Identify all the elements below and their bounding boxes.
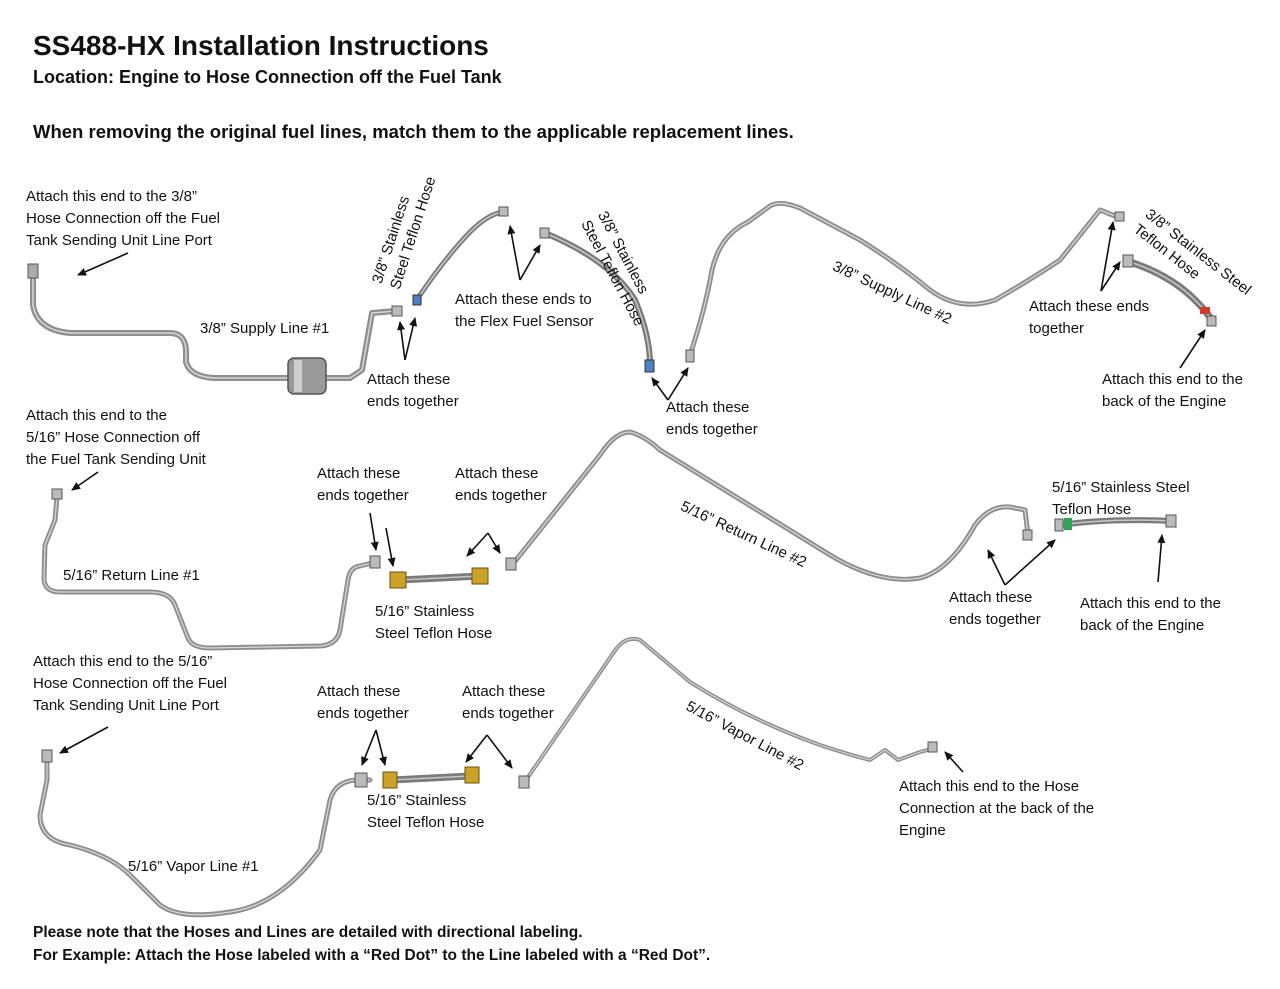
vapor-line-2 [522,636,937,785]
fuel-filter [287,357,327,395]
supply1-tank-end-label: Attach this end to the 3/8”Hose Connecti… [26,188,221,249]
supply-hose-a [415,209,506,301]
supply-line-1-label: 3/8” Supply Line #1 [200,320,330,337]
pointer-arrows [59,221,1206,773]
intro-instruction: When removing the original fuel lines, m… [33,121,794,142]
fittings [27,206,1217,789]
directional-labeling-note: Please note that the Hoses and Lines are… [33,924,583,941]
vapor-line-1-label: 5/16” Vapor Line #1 [128,858,259,875]
vapor1-tank-end-label: Attach this end to the 5/16”Hose Connect… [33,653,228,714]
return-line-1-label: 5/16” Return Line #1 [63,567,200,584]
page-title: SS488-HX Installation Instructions [33,30,489,61]
vapor-line-1 [37,755,373,918]
red-dot-example-note: For Example: Attach the Hose labeled wit… [33,947,711,964]
location-subtitle: Location: Engine to Hose Connection off … [33,67,502,87]
